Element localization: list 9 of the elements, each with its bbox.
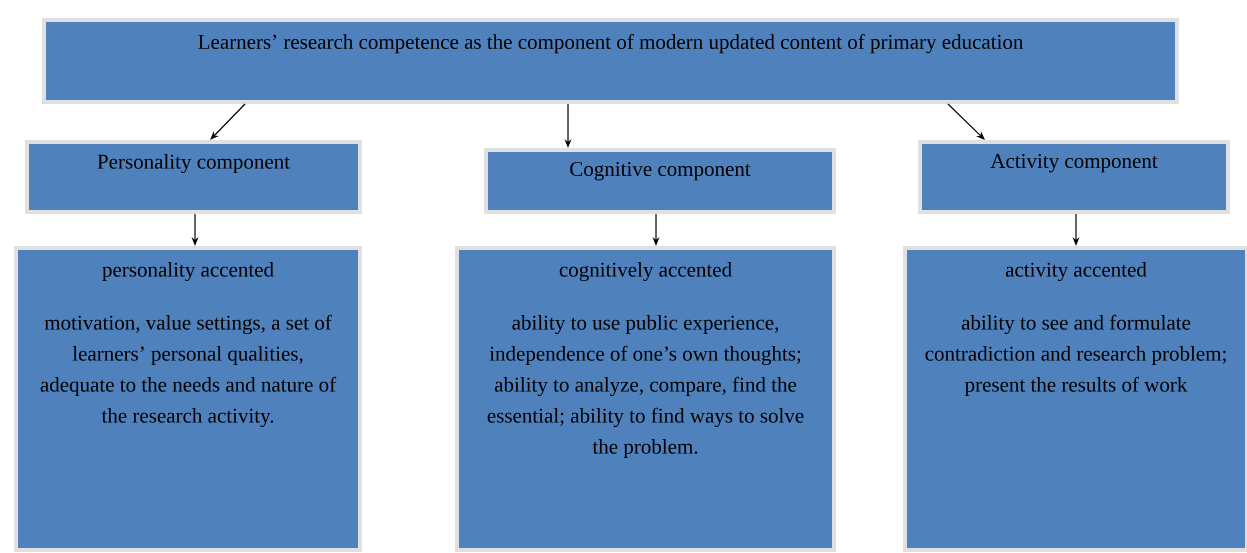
component-box: Cognitive component (484, 148, 836, 214)
component-box: Activity component (918, 140, 1230, 214)
component-box: cognitively accented ability to use public experience, independence of one’s own thoughts; ability to analyze, compare, find the essential; ability to find ways to solve the problem. (455, 246, 836, 552)
component-box: activity accented ability to see and formulate contradiction and research problem; present the results of work (903, 246, 1247, 552)
component-box: Learners’ research competence as the component of modern updated content of primary education (42, 18, 1179, 104)
arrow (947, 103, 985, 140)
arrow (210, 103, 246, 140)
component-box: Personality component (25, 140, 362, 214)
component-box: personality accented motivation, value settings, a set of learners’ personal qualities, adequate to the needs and nature of the research activity. (14, 246, 362, 552)
